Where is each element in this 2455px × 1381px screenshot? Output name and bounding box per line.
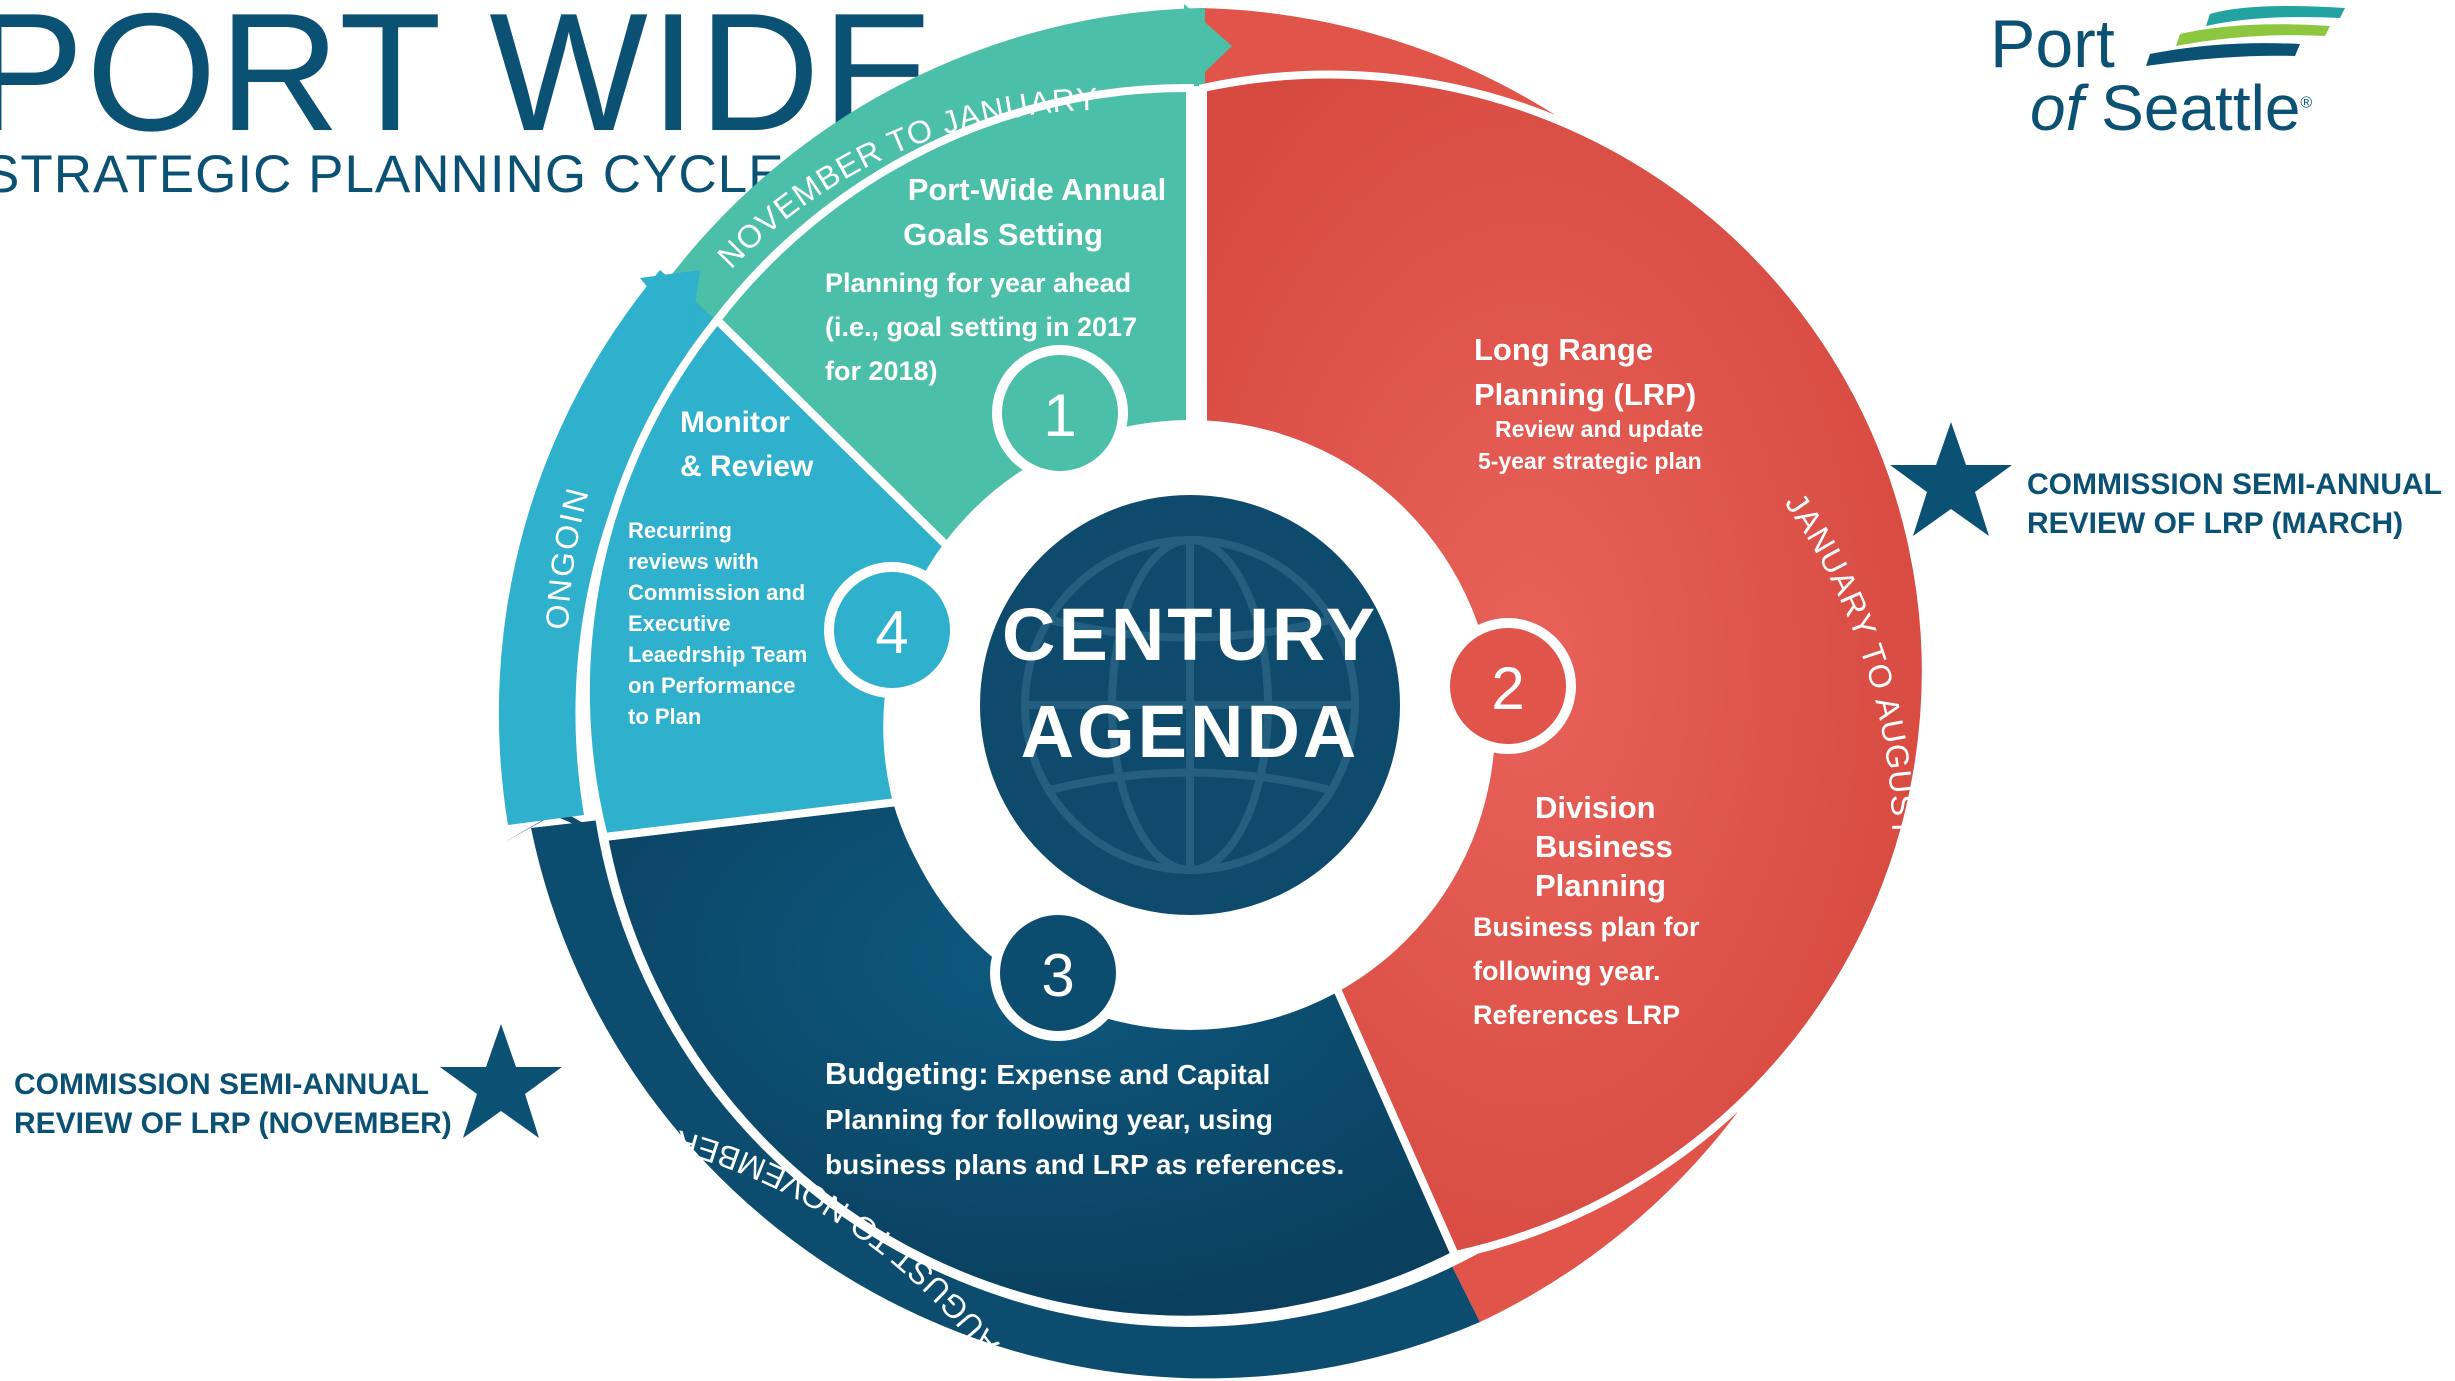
segment-4-body-line-4: Executive (628, 611, 731, 636)
star-icon (440, 1024, 562, 1138)
page-subtitle: STRATEGIC PLANNING CYCLE (0, 145, 785, 204)
outer-arc-november-january (660, 8, 1205, 332)
arc-label-ongoing-text: ONGOING (0, 0, 594, 630)
step-badge-1: 1 (992, 345, 1128, 481)
step-number-2: 2 (1491, 655, 1524, 722)
segment-3-body-line-2: Planning for following year, using (825, 1104, 1273, 1135)
segment-1-title-line-1: Port-Wide Annual (908, 172, 1167, 207)
segment-1-title-line-2: Goals Setting (903, 217, 1103, 252)
segment-4-body-line-6: on Performance (628, 673, 796, 698)
commission-review-november-line-2: REVIEW OF LRP (NOVEMBER) (14, 1107, 452, 1140)
segment-3-body-first: Expense and Capital (989, 1059, 1271, 1090)
step-badge-4: 4 (824, 562, 960, 698)
segment-3-body-line-1: Budgeting: Expense and Capital (825, 1056, 1270, 1091)
segment-1-body-line-2: (i.e., goal setting in 2017 (825, 312, 1137, 342)
outer-arc-ongoing (498, 270, 718, 825)
logo-registered-mark: ® (2300, 94, 2313, 112)
star-icon (1890, 422, 2012, 536)
segment-2-div-title-line-1: Division (1535, 790, 1656, 825)
commission-review-march-line-2: REVIEW OF LRP (MARCH) (2027, 507, 2404, 540)
commission-review-november-line-1: COMMISSION SEMI-ANNUAL (14, 1068, 429, 1101)
segment-2-div-body-line-2: following year. (1473, 956, 1661, 986)
center-title-agenda: AGENDA (1021, 690, 1360, 773)
arrow-head-november-january (1184, 4, 1232, 92)
step-number-4: 4 (875, 599, 908, 666)
segment-4-body-line-7: to Plan (628, 704, 701, 729)
commission-review-march-line-1: COMMISSION SEMI-ANNUAL (2027, 468, 2442, 501)
arrow-head-ongoing (640, 270, 700, 340)
segment-4-body-line-5: Leaedrship Team (628, 642, 807, 667)
segment-2-lrp-body-line-2: 5-year strategic plan (1478, 448, 1702, 474)
segment-2-text: Long Range Planning (LRP) Review and upd… (1473, 332, 1703, 1030)
logo-port-text: Port (1990, 6, 2115, 82)
segment-1-text: Port-Wide Annual Goals Setting Planning … (825, 172, 1166, 386)
segment-4-title-line-1: Monitor (680, 406, 790, 439)
step-number-3: 3 (1041, 942, 1074, 1009)
logo-of-text: of (2030, 72, 2084, 144)
commission-review-november: COMMISSION SEMI-ANNUAL REVIEW OF LRP (NO… (14, 1065, 452, 1143)
segment-2-div-body-line-3: References LRP (1473, 1000, 1680, 1030)
segment-2-lrp-title-line-2: Planning (LRP) (1474, 377, 1696, 412)
segment-1-body-line-1: Planning for year ahead (825, 268, 1131, 298)
segment-3-text: Budgeting: Expense and Capital Planning … (825, 1056, 1344, 1180)
globe-icon (1021, 536, 1359, 874)
segment-4-body-line-3: Commission and (628, 580, 805, 605)
center-title-century: CENTURY (1002, 593, 1378, 676)
segment-2-div-title-line-2: Business (1535, 829, 1673, 864)
segment-4-title-line-2: & Review (680, 450, 814, 483)
logo-seattle-text: of Seattle® (2030, 76, 2312, 140)
segment-2-lrp-title-line-1: Long Range (1474, 332, 1653, 367)
segment-4-text: Monitor & Review Recurring reviews with … (628, 406, 814, 729)
step-number-1: 1 (1043, 382, 1076, 449)
port-of-seattle-logo: Port of Seattle® (1990, 6, 2350, 140)
segment-2-lrp-body-line-1: Review and update (1495, 416, 1703, 442)
segment-4-body-line-2: reviews with (628, 549, 759, 574)
segment-2-div-body-line-1: Business plan for (1473, 912, 1700, 942)
step-badge-2: 2 (1440, 618, 1576, 754)
page-title: PORT WIDE (0, 0, 936, 166)
commission-review-march: COMMISSION SEMI-ANNUAL REVIEW OF LRP (MA… (2027, 465, 2442, 543)
logo-stripes-icon (2146, 6, 2345, 66)
segment-3-bold-prefix: Budgeting: (825, 1056, 989, 1091)
segment-2-div-title-line-3: Planning (1535, 868, 1666, 903)
segment-3-body-line-3: business plans and LRP as references. (825, 1149, 1344, 1180)
arc-label-ongoing: ONGOING (0, 0, 596, 630)
step-badge-3: 3 (990, 905, 1126, 1041)
segment-1-body-line-3: for 2018) (825, 356, 938, 386)
logo-seattle-word: Seattle (2101, 72, 2301, 144)
center-circle (980, 495, 1400, 915)
segment-4-body-line-1: Recurring (628, 518, 732, 543)
